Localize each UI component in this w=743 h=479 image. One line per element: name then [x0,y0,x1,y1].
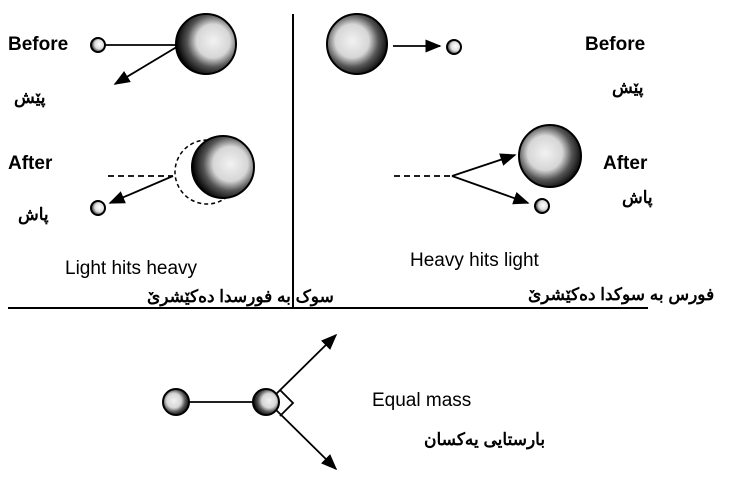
left-before-group [90,13,237,85]
left-after-label: After [8,153,53,174]
right-before-group [326,13,462,75]
right-caption: Heavy hits light [410,250,539,271]
light-ball [90,37,106,53]
moving-ball [162,388,190,416]
bottom-equal-mass-group [162,333,338,471]
bottom-caption-ku: بارستایی یەکسان [424,430,546,449]
target-ball [252,388,280,416]
right-after-label: After [603,153,648,174]
light-ball [446,39,462,55]
light-ball [90,200,106,216]
heavy-ball [326,13,388,75]
left-caption: Light hits heavy [65,258,198,279]
left-before-label-ku: پێش [14,88,46,107]
right-before-label: Before [585,34,646,55]
heavy-ball [191,135,255,199]
light-ball [534,198,550,214]
bottom-caption: Equal mass [372,390,472,411]
left-after-group [90,135,255,216]
right-caption-ku: فورس به سوکدا دەکێشرێ [528,285,715,304]
right-after-group [394,124,582,214]
left-after-label-ku: پاش [18,205,49,224]
heavy-ball [175,13,237,75]
left-before-label: Before [8,34,69,55]
heavy-ball [518,124,582,188]
right-angle-marker [279,389,295,417]
left-caption-ku: سوک به فورسدا دەکێشرێ [147,287,334,306]
right-after-label-ku: پاش [622,188,653,207]
right-before-label-ku: پێش [612,78,644,97]
